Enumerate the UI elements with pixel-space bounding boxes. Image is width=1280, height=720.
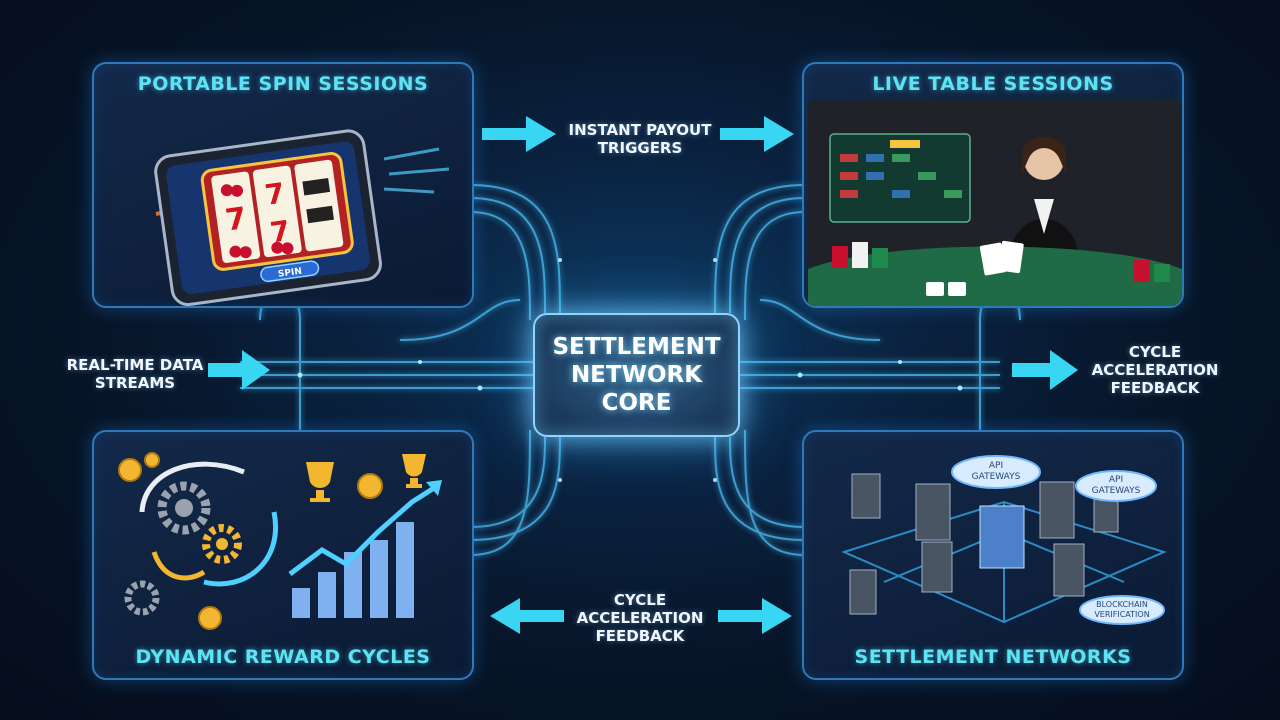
phone-icon: 7 7 7 SPIN: [154, 129, 382, 306]
phone-slot-machine-illustration: 7 7 7 SPIN: [154, 129, 450, 306]
cloud-label-2b: GATEWAYS: [1092, 486, 1141, 496]
settlement-network-core: SETTLEMENT NETWORK CORE: [533, 313, 740, 437]
cloud-label-1a: API: [989, 461, 1003, 471]
server-network-illustration: API GATEWAYS API GATEWAYS BLOCKCHAIN VER…: [841, 455, 1167, 625]
growth-bars-icon: [292, 522, 414, 618]
trophy-icons: [306, 454, 426, 502]
arrow-left-bottom-icon: [490, 598, 564, 634]
spin-button-label: SPIN: [277, 267, 302, 280]
playing-cards-icon: [926, 240, 1024, 296]
cloud-label-3b: VERIFICATION: [1094, 610, 1149, 619]
panel-title-portable-spin: PORTABLE SPIN SESSIONS: [137, 73, 429, 95]
growth-arrow-icon: [288, 485, 436, 576]
cloud-api-gateways-icon: API GATEWAYS: [951, 455, 1041, 489]
flow-label-cycle-acceleration-right: CYCLE ACCELERATION FEEDBACK: [1091, 343, 1219, 397]
panel-portable-spin-sessions: PORTABLE SPIN SESSIONS 7 7 7: [92, 62, 474, 308]
svg-text:7: 7: [268, 214, 292, 249]
panel-title-live-table: LIVE TABLE SESSIONS: [872, 73, 1114, 95]
panel-title-settlement-networks: SETTLEMENT NETWORKS: [854, 646, 1132, 668]
arrow-right-bottom-icon: [718, 598, 792, 634]
cloud-label-1b: GATEWAYS: [972, 472, 1021, 482]
svg-text:7: 7: [223, 201, 249, 239]
flow-label-cycle-acceleration-bottom: CYCLE ACCELERATION FEEDBACK: [576, 591, 704, 645]
flow-label-real-time-data: REAL-TIME DATA STREAMS: [66, 356, 204, 392]
flow-label-instant-payout: INSTANT PAYOUT TRIGGERS: [568, 121, 712, 157]
svg-text:7: 7: [263, 176, 287, 211]
server-rack-icons: [849, 473, 1119, 615]
motion-streaks-icon: [383, 147, 450, 194]
core-title: SETTLEMENT NETWORK CORE: [552, 334, 721, 416]
cloud-label-3a: BLOCKCHAIN: [1096, 600, 1148, 609]
cycle-arrows-icon: [139, 461, 278, 587]
arrow-right-right-flow-icon: [1012, 350, 1078, 390]
cloud-api-gateways-2-icon: API GATEWAYS: [1075, 470, 1157, 502]
chip-stacks-icon: [832, 242, 1170, 282]
arrow-right-top-left-icon: [482, 116, 556, 152]
reward-cycle-illustration: [118, 452, 442, 630]
live-dealer-illustration: [808, 100, 1182, 306]
panel-live-table-sessions: LIVE TABLE SESSIONS: [802, 62, 1184, 308]
gear-icons: [124, 481, 242, 616]
betting-screen-icon: [829, 133, 971, 223]
cloud-blockchain-verification-icon: BLOCKCHAIN VERIFICATION: [1079, 595, 1165, 625]
panel-settlement-networks: SETTLEMENT NETWORKS API GATEWAYS API GAT…: [802, 430, 1184, 680]
spin-button-icon: [260, 260, 320, 283]
panel-title-dynamic-reward: DYNAMIC REWARD CYCLES: [135, 646, 431, 668]
arrow-right-top-right-icon: [720, 116, 794, 152]
cloud-label-2a: API: [1109, 475, 1123, 485]
arrow-right-left-flow-icon: [208, 350, 270, 390]
coin-icons: [118, 452, 383, 630]
panel-dynamic-reward-cycles: DYNAMIC REWARD CYCLES: [92, 430, 474, 680]
